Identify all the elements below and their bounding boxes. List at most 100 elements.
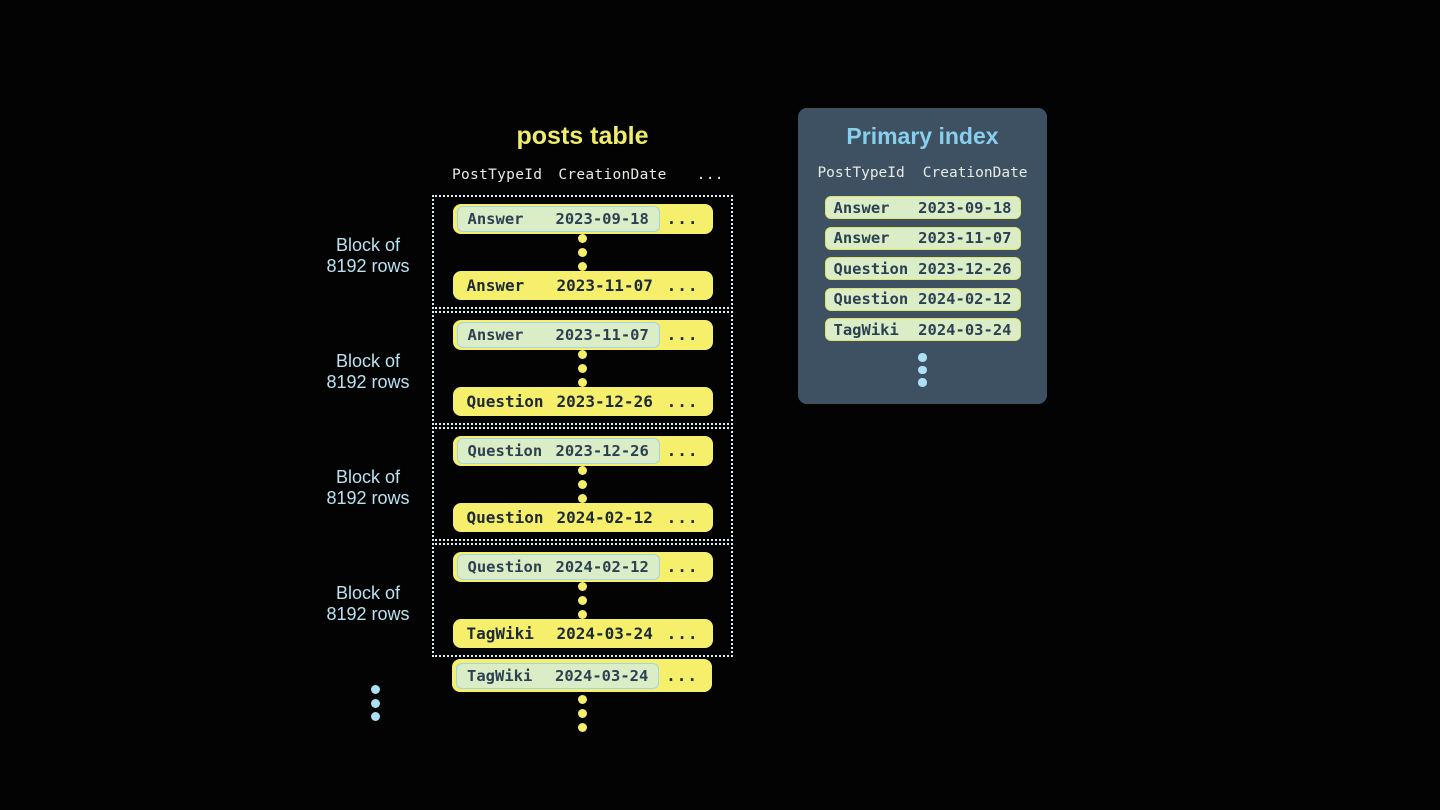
ellipsis-dot bbox=[578, 247, 587, 257]
block-label-line2: 8192 rows bbox=[326, 372, 410, 392]
index-continues-ellipsis bbox=[798, 353, 1047, 387]
posttype-cell: Answer bbox=[467, 209, 524, 228]
primary-index-entries: Answer 2023-09-18 Answer 2023-11-07 Ques… bbox=[798, 196, 1047, 341]
posttype-cell: Answer bbox=[467, 325, 524, 344]
posttype-cell: Question bbox=[833, 259, 909, 278]
block-label-line2: 8192 rows bbox=[326, 604, 410, 624]
posttype-cell: Answer bbox=[833, 198, 890, 217]
block-size-label: Block of 8192 rows bbox=[308, 351, 428, 393]
indexed-row-badge: Answer 2023-11-07 bbox=[456, 321, 660, 348]
header-posttypeid: PostTypeId bbox=[817, 165, 905, 181]
table-row-first: Answer 2023-11-07 ... bbox=[452, 320, 713, 350]
block-label-line2: 8192 rows bbox=[326, 488, 410, 508]
ellipsis-dot bbox=[578, 233, 587, 243]
more-columns-cell: ... bbox=[666, 275, 699, 295]
ellipsis-dot bbox=[578, 349, 587, 359]
ellipsis-dot bbox=[918, 353, 927, 362]
table-continues-ellipsis bbox=[432, 695, 733, 732]
row-ellipsis bbox=[578, 465, 587, 503]
posttype-cell: Question bbox=[467, 441, 543, 460]
block-size-label: Block of 8192 rows bbox=[308, 235, 428, 277]
primary-index-title: Primary index bbox=[846, 123, 999, 149]
ellipsis-dot bbox=[578, 465, 587, 475]
creationdate-cell: 2024-03-24 bbox=[918, 320, 1012, 339]
block-label-line1: Block of bbox=[335, 467, 401, 487]
posts-table-header-row: PostTypeId CreationDate ... bbox=[452, 167, 724, 183]
table-row-first: Question 2024-02-12 ... bbox=[452, 552, 713, 582]
block-size-label: Block of 8192 rows bbox=[308, 583, 428, 625]
more-columns-cell: ... bbox=[666, 623, 699, 643]
ellipsis-dot bbox=[578, 261, 587, 271]
posttype-cell: TagWiki bbox=[833, 320, 899, 339]
row-block-4: Block of 8192 rows Question 2024-02-12 .… bbox=[326, 543, 733, 657]
posts-table-title: posts table bbox=[516, 122, 649, 150]
more-columns-cell: ... bbox=[666, 391, 699, 411]
posttype-cell: Answer bbox=[466, 275, 525, 295]
indexed-row-badge: Question 2023-12-26 bbox=[456, 437, 660, 464]
row-block-2: Block of 8192 rows Answer 2023-11-07 ...… bbox=[326, 311, 733, 425]
table-row-last: Question 2023-12-26 ... bbox=[452, 386, 713, 416]
posttype-cell: TagWiki bbox=[467, 666, 533, 685]
row-ellipsis bbox=[578, 233, 587, 271]
creationdate-cell: 2023-12-26 bbox=[555, 441, 649, 460]
creationdate-cell: 2023-09-18 bbox=[555, 209, 649, 228]
primary-index-panel: Primary index PostTypeId CreationDate An… bbox=[798, 108, 1047, 404]
more-columns-cell: ... bbox=[666, 209, 699, 229]
header-creationdate: CreationDate bbox=[558, 167, 667, 183]
ellipsis-dot bbox=[578, 377, 587, 387]
posttype-cell: Question bbox=[833, 290, 909, 308]
row-ellipsis bbox=[578, 349, 587, 387]
ellipsis-dot bbox=[578, 609, 587, 619]
table-row-first: Question 2023-12-26 ... bbox=[452, 436, 713, 466]
index-entry: Answer 2023-09-18 bbox=[824, 196, 1021, 219]
indexed-row-badge: Answer 2023-09-18 bbox=[456, 205, 660, 232]
creationdate-cell: 2023-12-26 bbox=[918, 259, 1012, 278]
creationdate-cell: 2023-09-18 bbox=[918, 198, 1012, 217]
block-label-line2: 8192 rows bbox=[326, 256, 410, 276]
indexed-row-badge: Question 2024-02-12 bbox=[456, 553, 660, 580]
header-posttypeid: PostTypeId bbox=[452, 167, 543, 183]
ellipsis-dot bbox=[578, 695, 587, 704]
ellipsis-dot bbox=[578, 493, 587, 503]
blocks-continue-ellipsis bbox=[339, 685, 411, 721]
creationdate-cell: 2023-11-07 bbox=[556, 275, 653, 295]
posttype-cell: Question bbox=[466, 507, 544, 527]
index-entry: TagWiki 2024-03-24 bbox=[824, 318, 1021, 341]
ellipsis-dot bbox=[370, 698, 380, 708]
more-columns-cell: ... bbox=[666, 557, 699, 577]
posttype-cell: Question bbox=[467, 557, 543, 576]
more-columns-cell: ... bbox=[666, 666, 698, 685]
ellipsis-dot bbox=[578, 709, 587, 718]
row-ellipsis bbox=[578, 581, 587, 619]
ellipsis-dot bbox=[370, 712, 380, 721]
creationdate-cell: 2024-02-12 bbox=[556, 507, 653, 527]
posttype-cell: TagWiki bbox=[466, 623, 534, 643]
ellipsis-dot bbox=[578, 581, 587, 591]
ellipsis-dot bbox=[578, 595, 587, 605]
header-more-columns: ... bbox=[696, 167, 724, 183]
index-entry: Question 2023-12-26 bbox=[824, 257, 1021, 280]
primary-index-header-row: PostTypeId CreationDate bbox=[798, 165, 1047, 181]
block-label-line1: Block of bbox=[335, 351, 401, 371]
more-columns-cell: ... bbox=[666, 441, 699, 461]
table-row-next-block-first: TagWiki 2024-03-24 ... bbox=[452, 659, 712, 692]
header-creationdate: CreationDate bbox=[922, 165, 1028, 181]
posttype-cell: Question bbox=[466, 391, 544, 411]
table-row-first: Answer 2023-09-18 ... bbox=[452, 204, 713, 234]
ellipsis-dot bbox=[370, 685, 380, 694]
ellipsis-dot bbox=[578, 723, 587, 732]
creationdate-cell: 2023-12-26 bbox=[556, 391, 653, 411]
row-block-1: Block of 8192 rows Answer 2023-09-18 ...… bbox=[326, 195, 733, 309]
posttype-cell: Answer bbox=[833, 229, 890, 247]
ellipsis-dot bbox=[918, 378, 927, 387]
row-block-3: Block of 8192 rows Question 2023-12-26 .… bbox=[326, 427, 733, 541]
creationdate-cell: 2023-11-07 bbox=[918, 229, 1012, 247]
index-entry: Answer 2023-11-07 bbox=[824, 226, 1021, 250]
ellipsis-dot bbox=[578, 479, 587, 489]
ellipsis-dot bbox=[578, 363, 587, 373]
table-row-last: TagWiki 2024-03-24 ... bbox=[452, 618, 713, 648]
more-columns-cell: ... bbox=[666, 325, 699, 345]
block-label-line1: Block of bbox=[335, 235, 401, 255]
block-label-line1: Block of bbox=[335, 583, 401, 603]
creationdate-cell: 2023-11-07 bbox=[555, 325, 649, 344]
